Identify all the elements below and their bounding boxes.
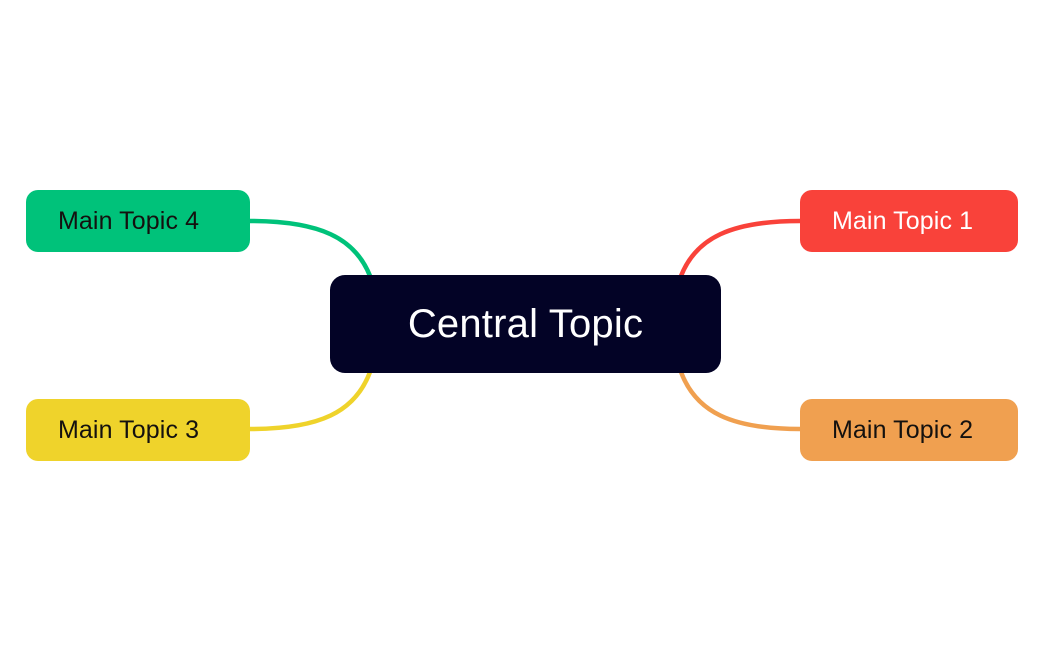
main-topic-2-label: Main Topic 2	[832, 415, 974, 444]
central-topic-label: Central Topic	[407, 301, 644, 346]
central-topic-node[interactable]: Central Topic	[330, 275, 721, 373]
main-topic-1-label: Main Topic 1	[832, 206, 974, 235]
connector-main-topic-2	[678, 369, 803, 432]
connector-main-topic-4	[247, 218, 373, 279]
main-topic-2-node[interactable]: Main Topic 2	[800, 399, 1018, 461]
main-topic-3-label: Main Topic 3	[58, 415, 200, 444]
main-topic-4-label: Main Topic 4	[58, 206, 200, 235]
main-topic-3-node[interactable]: Main Topic 3	[26, 399, 250, 461]
connector-main-topic-3	[247, 369, 373, 432]
main-topic-4-node[interactable]: Main Topic 4	[26, 190, 250, 252]
connector-main-topic-1	[678, 218, 803, 279]
main-topic-1-node[interactable]: Main Topic 1	[800, 190, 1018, 252]
